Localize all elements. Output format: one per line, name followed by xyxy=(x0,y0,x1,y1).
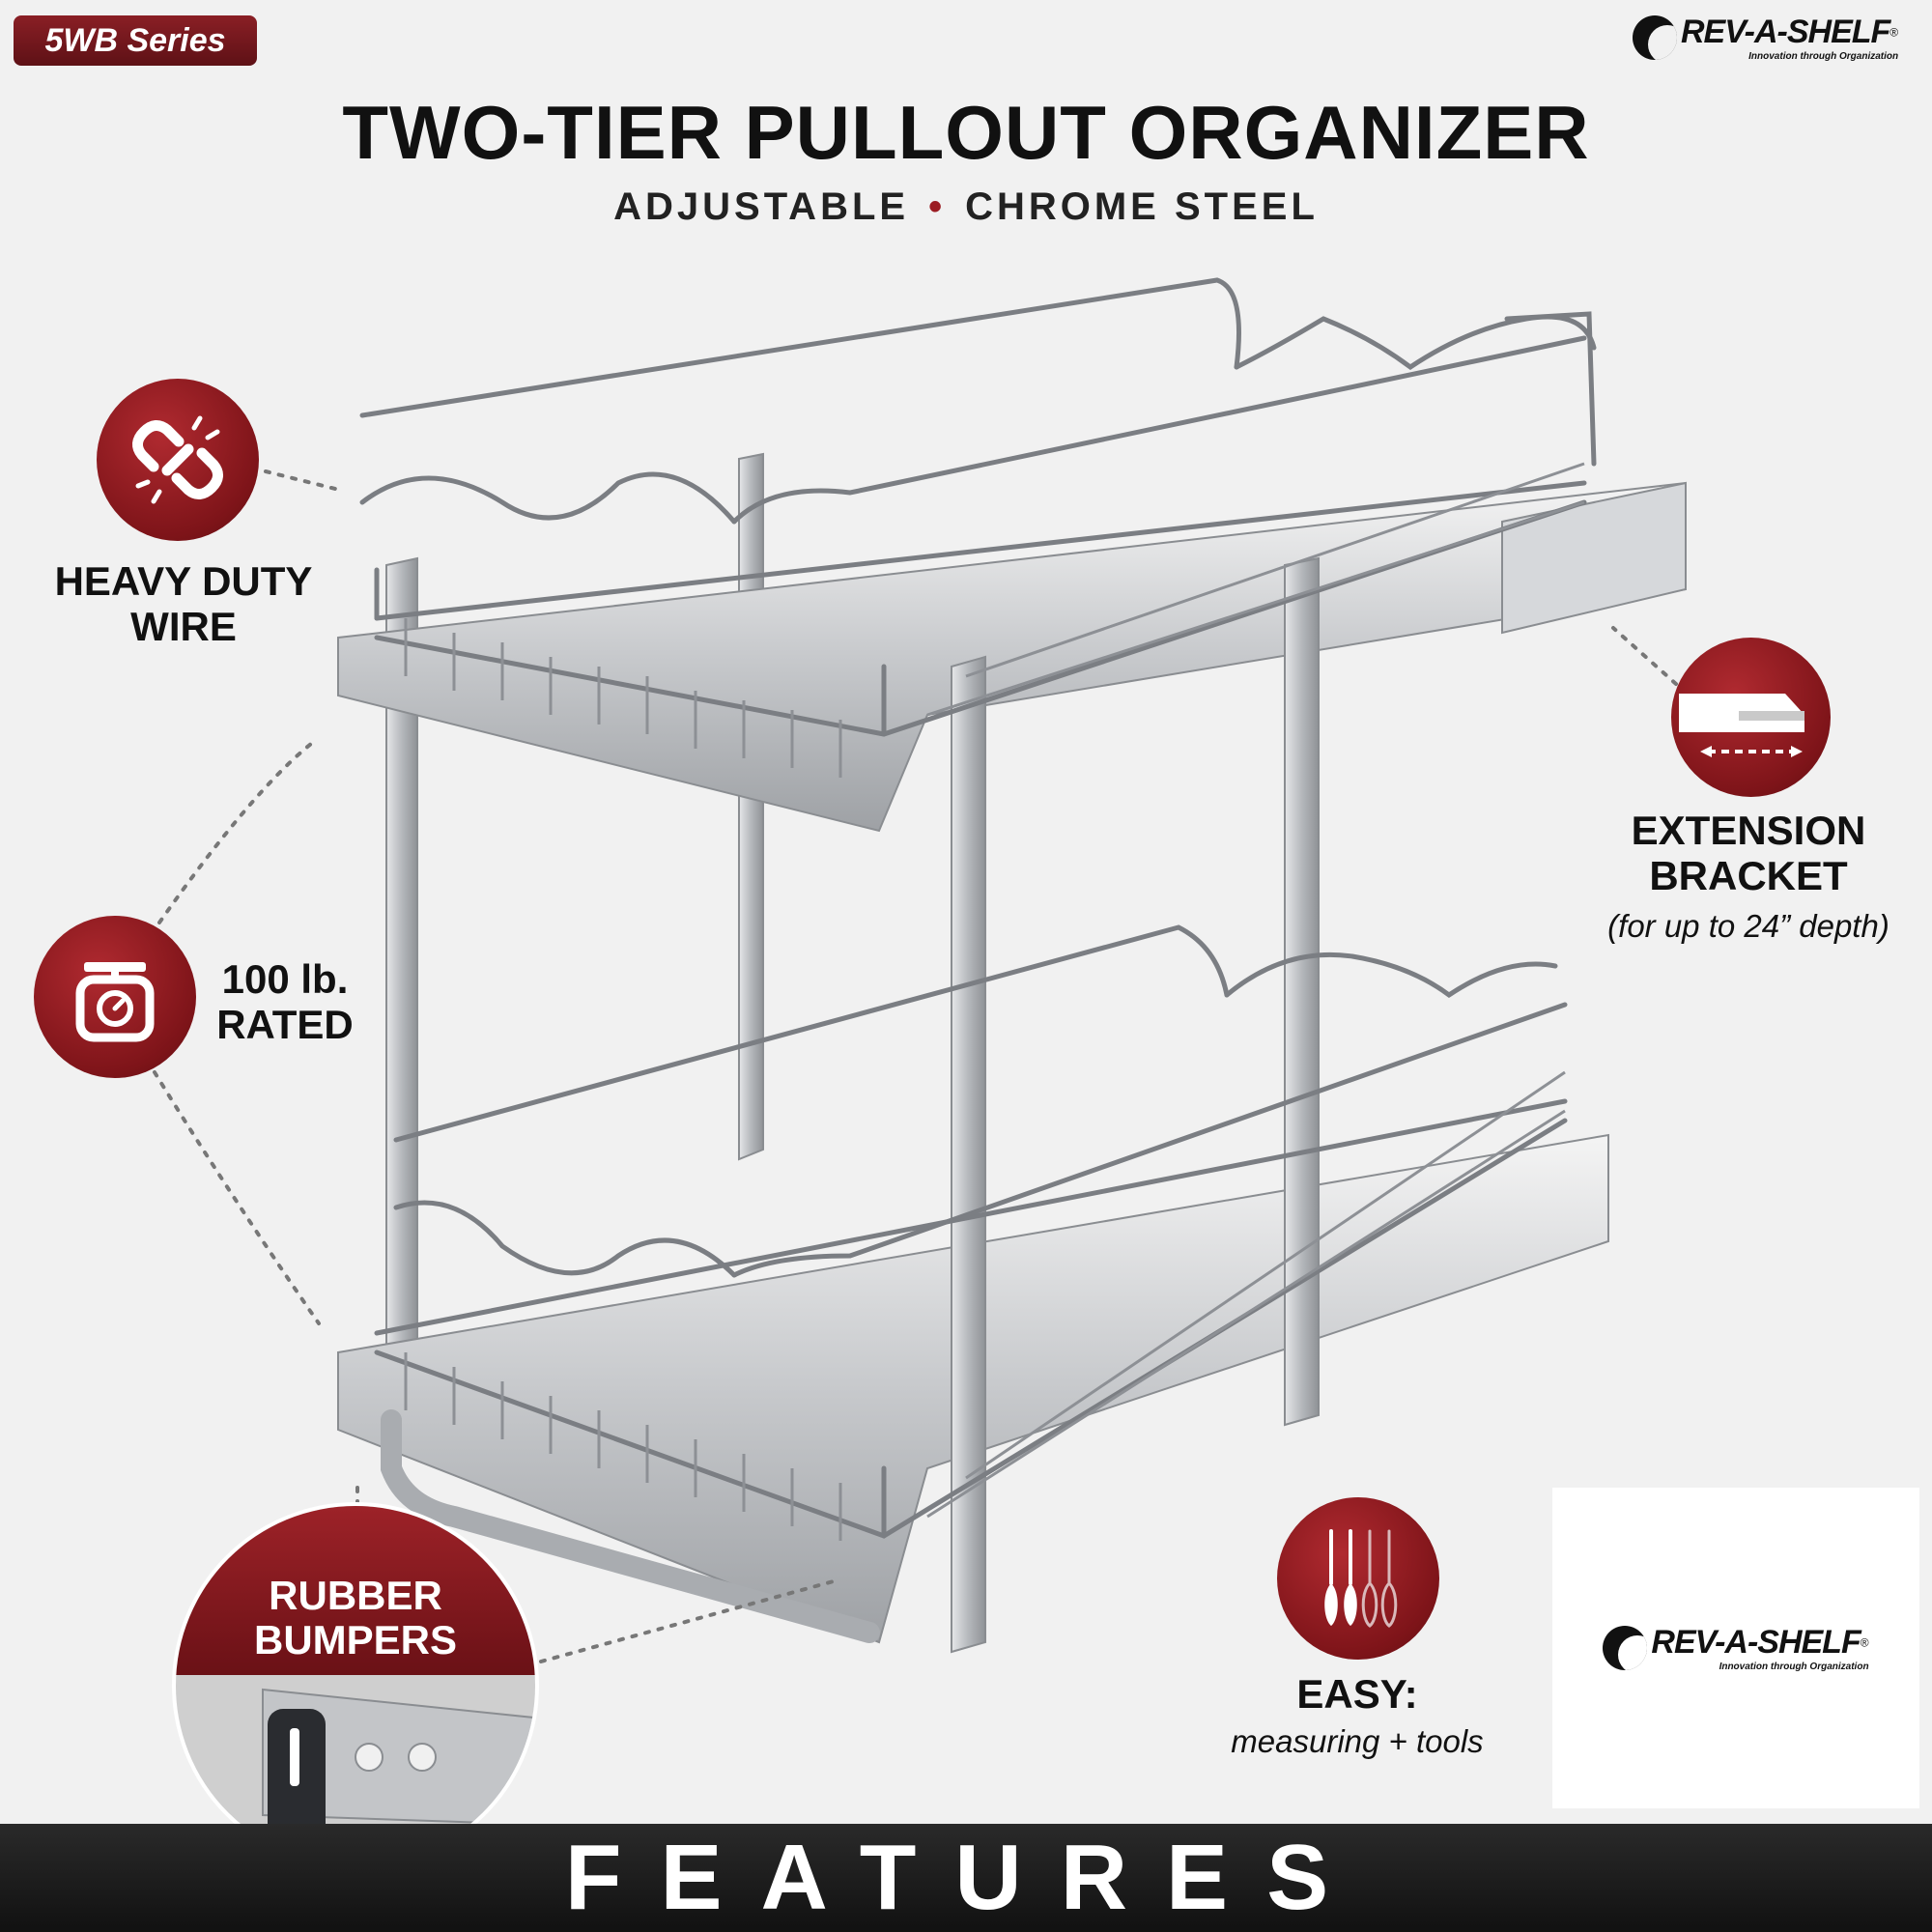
subtitle-adjustable: ADJUSTABLE xyxy=(613,185,910,228)
top-basket-bars xyxy=(404,462,1585,778)
feature-bracket-note: (for up to 24” depth) xyxy=(1607,908,1889,944)
scale-icon xyxy=(34,916,196,1078)
bottom-brand-mark-icon xyxy=(1603,1626,1648,1670)
series-badge: 5WB Series xyxy=(14,15,257,66)
bottom-brand-tagline: Innovation through Organization xyxy=(1719,1662,1869,1672)
rubber-bumper-photo: RUBBER BUMPERS xyxy=(172,1502,539,1869)
feature-bumpers-line2: BUMPERS xyxy=(253,1617,458,1663)
bracket-icon xyxy=(1671,638,1831,797)
feature-rated-line2: RATED xyxy=(216,1002,354,1048)
feature-bracket-line1: EXTENSION xyxy=(1631,808,1866,853)
bumper-closeup xyxy=(262,1688,535,1844)
brand-logo: REV-A-SHELF® Innovation through Organiza… xyxy=(1633,14,1898,62)
feature-bracket-line2: BRACKET xyxy=(1649,853,1848,899)
bottom-brand-registered: ® xyxy=(1860,1635,1869,1650)
chain-link-icon xyxy=(97,379,259,541)
subtitle-separator: • xyxy=(928,185,947,228)
feature-easy: EASY: xyxy=(1296,1671,1418,1717)
feature-rubber-bumpers: RUBBER BUMPERS xyxy=(176,1573,535,1663)
feature-rated-line1: 100 lb. xyxy=(221,956,349,1002)
bottom-wire-basket xyxy=(374,924,1568,1539)
brand-name: REV-A-SHELF xyxy=(1681,14,1890,50)
feature-extension-bracket: EXTENSION BRACKET xyxy=(1584,808,1913,898)
bottom-brand-name: REV-A-SHELF xyxy=(1651,1624,1861,1661)
bottom-logo-panel: REV-A-SHELF® Innovation through Organiza… xyxy=(1552,1488,1919,1808)
top-wire-basket xyxy=(359,277,1597,737)
scale-glyph xyxy=(75,962,155,1042)
features-footer: FEATURES xyxy=(0,1824,1932,1932)
rubber-bumper-banner xyxy=(176,1506,535,1675)
bracket-glyph xyxy=(1678,693,1804,757)
page-title: TWO-TIER PULLOUT ORGANIZER xyxy=(342,90,1590,175)
feature-easy-note: measuring + tools xyxy=(1231,1723,1484,1759)
screwdrivers-icon xyxy=(1277,1497,1439,1660)
bottom-basket-bars xyxy=(404,1070,1566,1541)
bottom-brand-logo: REV-A-SHELF® Innovation through Organiza… xyxy=(1603,1624,1869,1672)
brand-tagline: Innovation through Organization xyxy=(1748,51,1899,62)
chain-link-glyph xyxy=(132,415,223,504)
screwdrivers-glyph xyxy=(1324,1529,1398,1628)
brand-mark-icon xyxy=(1633,15,1677,60)
feature-bumpers-line1: RUBBER xyxy=(269,1573,442,1618)
subtitle-chrome-steel: CHROME STEEL xyxy=(965,185,1319,228)
feature-heavy-duty-wire: HEAVY DUTY WIRE xyxy=(29,558,338,649)
feature-wire-line1: HEAVY DUTY xyxy=(54,558,313,604)
organizer-frame xyxy=(337,452,1687,1654)
feature-100lb-rated: 100 lb. RATED xyxy=(203,956,367,1047)
page-subtitle: ADJUSTABLE • CHROME STEEL xyxy=(0,185,1932,229)
feature-wire-line2: WIRE xyxy=(130,604,237,650)
brand-registered: ® xyxy=(1889,25,1899,40)
